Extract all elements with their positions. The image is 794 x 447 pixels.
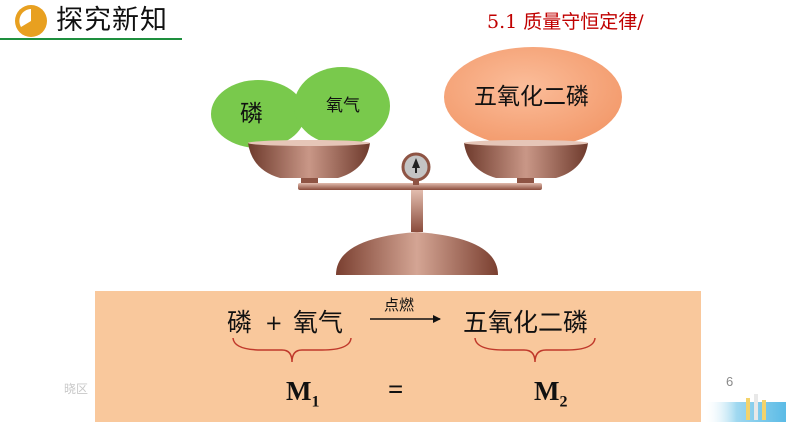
plus-sign: + <box>265 311 283 335</box>
header-underline <box>0 38 182 40</box>
product-bubble <box>444 47 622 147</box>
phosphorus-label: 磷 <box>240 101 263 127</box>
page-number: 6 <box>726 374 734 389</box>
equation-panel <box>95 291 701 422</box>
section-title: 探究新知 <box>56 5 168 36</box>
phosphorus-bubble <box>211 80 305 148</box>
watermark: 晓区 <box>64 382 89 396</box>
equals-sign: = <box>388 374 404 404</box>
lesson-title: 5.1 质量守恒定律/ <box>487 11 644 33</box>
product-label: 五氧化二磷 <box>474 84 589 110</box>
oxygen-label: 氧气 <box>326 96 360 116</box>
right-brace <box>474 337 596 363</box>
reaction-condition: 点燃 <box>384 296 415 314</box>
reactant-phosphorus: 磷 <box>227 308 253 337</box>
oxygen-bubble <box>294 67 390 145</box>
mass-m2: M2 <box>534 376 568 411</box>
reactant-oxygen: 氧气 <box>293 308 344 337</box>
pie-chart-icon <box>15 5 47 37</box>
corner-decoration <box>704 394 786 422</box>
product-formula: 五氧化二磷 <box>463 308 589 337</box>
left-brace <box>232 337 352 363</box>
mass-m1: M1 <box>286 376 320 411</box>
